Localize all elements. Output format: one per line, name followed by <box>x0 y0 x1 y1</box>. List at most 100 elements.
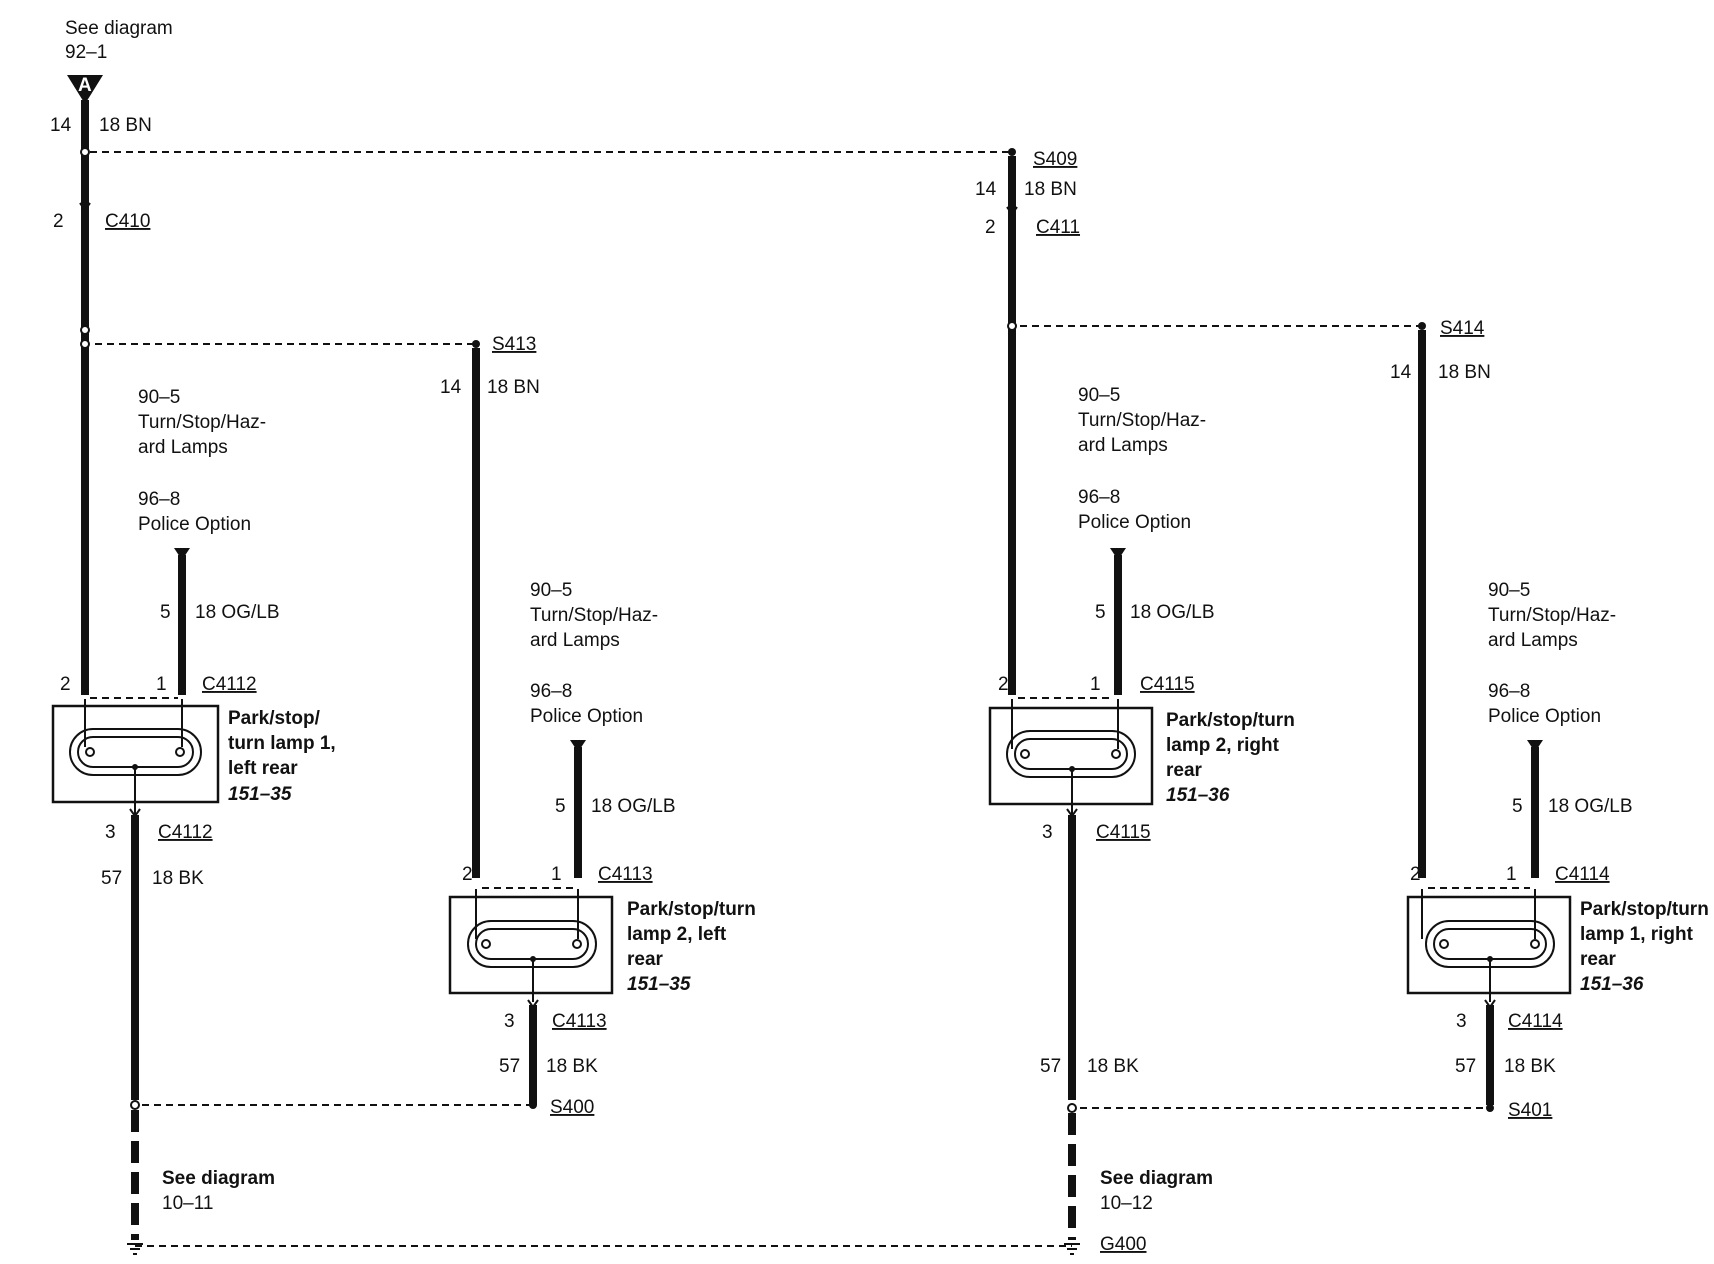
lamp1r-option-circuit: 5 <box>1512 796 1523 817</box>
s413-wire-circuit: 14 <box>440 377 462 398</box>
lamp-contact <box>1530 939 1540 949</box>
lamp1l-pin3: 3 <box>105 822 116 843</box>
lamp2l-ground-gauge: 18 BK <box>546 1056 598 1077</box>
lamp2r-name1: Park/stop/turn <box>1166 710 1295 731</box>
lamp2r-option-gauge: 18 OG/LB <box>1130 602 1215 623</box>
lamp1r-ref: 151–36 <box>1580 974 1644 995</box>
splice-node <box>80 339 90 349</box>
lamp1l-name2: turn lamp 1, <box>228 733 336 754</box>
lamp2r-police-label: Police Option <box>1078 512 1191 533</box>
lamp1r-name1: Park/stop/turn <box>1580 899 1709 920</box>
lamp1r-turn-page: 90–5 <box>1488 580 1530 601</box>
lamp1l-turn-line2: ard Lamps <box>138 437 228 458</box>
c411-pin-icon <box>1006 206 1018 216</box>
lamp-contact <box>1020 749 1030 759</box>
lamp2r-pin3: 3 <box>1042 822 1053 843</box>
lamp2l-pin1: 1 <box>551 864 562 885</box>
lamp1r-name2: lamp 1, right <box>1580 924 1694 945</box>
lamp1l-ground-gauge: 18 BK <box>152 868 204 889</box>
lamp1r-turn-line1: Turn/Stop/Haz- <box>1488 605 1616 626</box>
option-arrow-icon <box>1527 740 1543 752</box>
c410-pin: 2 <box>53 211 64 232</box>
option-arrow-icon <box>570 740 586 752</box>
s401-label: S401 <box>1508 1100 1552 1121</box>
lamp-contact <box>85 747 95 757</box>
lamp1r-police-label: Police Option <box>1488 706 1601 727</box>
lamp2l-pin3: 3 <box>504 1011 515 1032</box>
lamp1l-ground-circuit: 57 <box>101 868 122 889</box>
lamp2l-ground-circuit: 57 <box>499 1056 520 1077</box>
s409-wire-circuit: 14 <box>975 179 997 200</box>
splice-node <box>130 1100 140 1110</box>
lamp2r-ground-circuit: 57 <box>1040 1056 1061 1077</box>
lamp2r-name2: lamp 2, right <box>1166 735 1280 756</box>
lamp2r-option-circuit: 5 <box>1095 602 1106 623</box>
lamp2l-name3: rear <box>627 949 664 970</box>
lamp1r-pin1: 1 <box>1506 864 1517 885</box>
lamp2l-turn-page: 90–5 <box>530 580 572 601</box>
lamp-contact <box>481 939 491 949</box>
lamp1r-ground-connector: C4114 <box>1508 1011 1563 1032</box>
ground-ref2-page: 10–12 <box>1100 1193 1153 1214</box>
lamp1r-connector: C4114 <box>1555 864 1610 885</box>
lamp-contact <box>1439 939 1449 949</box>
s409-wire-gauge: 18 BN <box>1024 179 1077 200</box>
lamp2l-name1: Park/stop/turn <box>627 899 756 920</box>
option-arrow-icon <box>1110 548 1126 560</box>
lamp1l-connector: C4112 <box>202 674 257 695</box>
g400-label: G400 <box>1100 1234 1146 1255</box>
lamp2l-police-label: Police Option <box>530 706 643 727</box>
lamp2l-turn-line1: Turn/Stop/Haz- <box>530 605 658 626</box>
s414-label: S414 <box>1440 318 1485 339</box>
lamp1l-name3: left rear <box>228 758 298 779</box>
c410-pin-icon <box>79 202 91 212</box>
lamp2r-ground-connector: C4115 <box>1096 822 1151 843</box>
lamp2r-ref: 151–36 <box>1166 785 1230 806</box>
lamp1r-name3: rear <box>1580 949 1617 970</box>
lamp2r-connector: C4115 <box>1140 674 1195 695</box>
lamp-contact <box>175 747 185 757</box>
lamp1l-name1: Park/stop/ <box>228 708 321 729</box>
lamp2l-option-circuit: 5 <box>555 796 566 817</box>
s414-node <box>1418 322 1426 330</box>
lamp2r-turn-page: 90–5 <box>1078 385 1120 406</box>
s413-node <box>472 340 480 348</box>
lamp1r-police-page: 96–8 <box>1488 681 1530 702</box>
lamp1l-police-page: 96–8 <box>138 489 180 510</box>
s400-label: S400 <box>550 1097 594 1118</box>
lamp1r-ground-circuit: 57 <box>1455 1056 1476 1077</box>
s409-node <box>1008 148 1016 156</box>
lamp1l-turn-page: 90–5 <box>138 387 180 408</box>
lamp1r-pin2: 2 <box>1410 864 1421 885</box>
splice-node <box>80 325 90 335</box>
s401-node <box>1486 1104 1494 1112</box>
lamp-contact <box>1111 749 1121 759</box>
lamp2l-police-page: 96–8 <box>530 681 572 702</box>
s409-label: S409 <box>1033 149 1077 170</box>
c411-pin: 2 <box>985 217 996 238</box>
lamp1l-option-gauge: 18 OG/LB <box>195 602 280 623</box>
c411-label: C411 <box>1036 217 1080 238</box>
lamp1l-police-label: Police Option <box>138 514 251 535</box>
lamp1r-turn-line2: ard Lamps <box>1488 630 1578 651</box>
lamp2l-connector: C4113 <box>598 864 653 885</box>
connector-a-letter: A <box>78 75 92 96</box>
ground-ref1-page: 10–11 <box>162 1193 213 1214</box>
c410-label: C410 <box>105 211 150 232</box>
top-wire-gauge: 18 BN <box>99 115 152 136</box>
lamp2l-turn-line2: ard Lamps <box>530 630 620 651</box>
top-ref-page: 92–1 <box>65 42 107 63</box>
lamp1l-ref: 151–35 <box>228 784 292 805</box>
lamp1r-ground-gauge: 18 BK <box>1504 1056 1556 1077</box>
lamp-contact <box>572 939 582 949</box>
lamp2l-ref: 151–35 <box>627 974 691 995</box>
lamp1l-option-circuit: 5 <box>160 602 171 623</box>
lamp2r-turn-line2: ard Lamps <box>1078 435 1168 456</box>
lamp1l-pin2: 2 <box>60 674 71 695</box>
lamp2l-option-gauge: 18 OG/LB <box>591 796 676 817</box>
lamp1l-ground-connector: C4112 <box>158 822 213 843</box>
top-wire-circuit: 14 <box>50 115 72 136</box>
lamp2r-police-page: 96–8 <box>1078 487 1120 508</box>
lamp2r-turn-line1: Turn/Stop/Haz- <box>1078 410 1206 431</box>
